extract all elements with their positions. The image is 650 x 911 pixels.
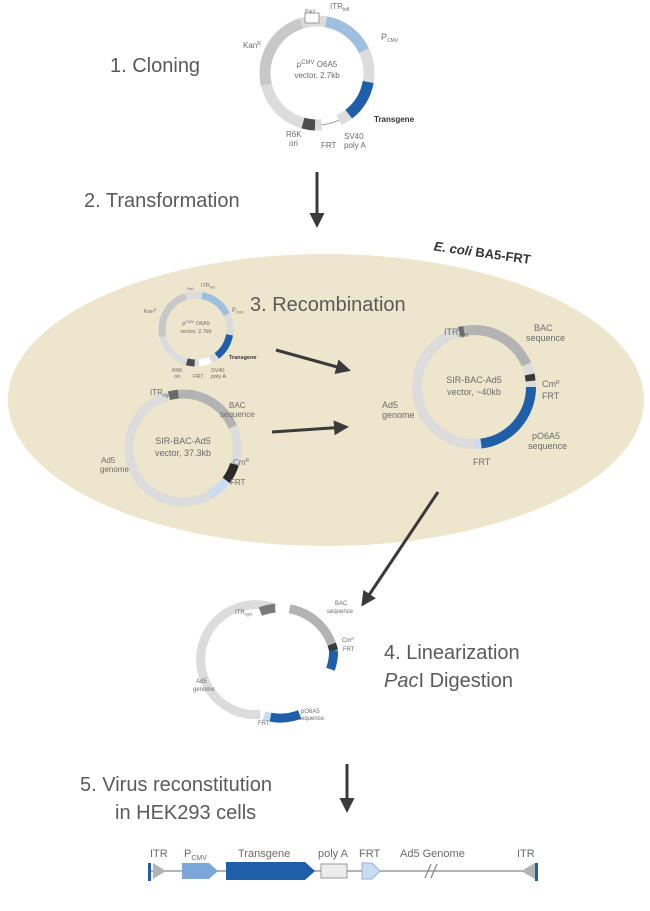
svg-text:PacI: PacI [186,287,193,291]
svg-text:PCMV: PCMV [184,848,207,862]
svg-text:ITRleft: ITRleft [201,283,215,290]
svg-text:CmR: CmR [542,379,560,389]
svg-text:FRT: FRT [258,721,270,727]
svg-text:genome: genome [382,410,415,420]
transgene-arrow [226,862,315,880]
svg-text:SIR-BAC-Ad5: SIR-BAC-Ad5 [446,375,502,385]
svg-text:sequence: sequence [528,441,567,451]
svg-text:R6K: R6K [286,130,302,139]
svg-text:FRT: FRT [343,647,355,653]
svg-text:sequence: sequence [526,333,565,343]
plasmid-pcmv-o6a5-mini: pCMV O6A5 vector, 2.7kb PacI ITRleft Kan… [144,283,257,380]
pcmv-arrow [182,863,218,879]
svg-text:KanR: KanR [144,308,157,315]
itr-right-arrow [521,863,535,879]
step-virus-line2: in HEK293 cells [115,802,256,824]
svg-text:poly A: poly A [344,141,366,150]
svg-text:PacI: PacI [305,9,315,15]
svg-text:ITR: ITR [150,848,168,860]
arrow-bac-to-recombined [271,420,349,436]
svg-text:SV40: SV40 [211,368,224,374]
linearized-vector: ITRright BAC sequence CmR FRT pO6A5 sequ… [193,600,355,727]
svg-text:sequence: sequence [327,609,354,615]
svg-text:ITRright: ITRright [444,327,469,339]
svg-text:vector, 2.7kb: vector, 2.7kb [294,71,340,80]
svg-text:ITRright: ITRright [235,610,253,617]
recombined-vector-40kb: SIR-BAC-Ad5 vector, ~40kb ITRright BAC s… [382,323,567,467]
svg-text:ori: ori [289,139,298,148]
svg-text:PCMV: PCMV [232,308,244,315]
svg-text:CmR: CmR [233,458,249,467]
frt-arrow [361,862,381,880]
svg-text:FRT: FRT [473,457,491,467]
svg-text:genome: genome [193,687,215,693]
svg-text:ori: ori [174,374,180,380]
svg-text:PCMV: PCMV [381,32,399,44]
linear-genome-map: ITR PCMV Transgene poly A FRT Ad5 Genome… [148,848,538,881]
svg-text:pO6A5: pO6A5 [532,431,560,441]
svg-text:SV40: SV40 [344,132,364,141]
svg-text:FRT: FRT [321,141,337,150]
svg-text:BAC: BAC [229,401,246,410]
svg-text:Ad5: Ad5 [101,456,116,465]
svg-text:poly A: poly A [211,374,226,380]
svg-text:KanR: KanR [243,41,261,50]
svg-text:ITR: ITR [517,848,535,860]
svg-text:genome: genome [100,465,129,474]
itr-left-arrow [153,863,166,879]
svg-text:Ad5 Genome: Ad5 Genome [400,848,465,860]
svg-text:R6K: R6K [172,368,183,374]
arrow-plasmid-to-recombined [275,348,351,375]
svg-text:BAC: BAC [534,323,553,333]
svg-text:Transgene: Transgene [229,355,257,361]
svg-text:pCMV O6A5: pCMV O6A5 [182,319,210,327]
svg-text:Ad5: Ad5 [196,679,207,685]
step-digestion: PacI Digestion [384,670,513,692]
svg-text:FRT: FRT [193,374,204,380]
svg-text:vector, 37.3kb: vector, 37.3kb [155,448,211,458]
svg-text:SIR-BAC-Ad5: SIR-BAC-Ad5 [155,436,211,446]
itr-left-bar [148,863,151,881]
svg-text:Transgene: Transgene [238,848,290,860]
svg-text:CmR: CmR [342,636,354,644]
step-recombination: 3. Recombination [250,294,406,316]
ecoli-label: E. coli BA5-FRT [433,239,532,267]
svg-text:sequence: sequence [298,716,325,722]
itr-right-bar [535,863,538,881]
svg-text:FRT: FRT [359,848,380,860]
svg-text:FRT: FRT [542,391,560,401]
svg-text:pO6A5: pO6A5 [301,709,320,715]
svg-text:Ad5: Ad5 [382,400,398,410]
svg-text:ITRright: ITRright [150,388,173,399]
bac-vector-37kb: SIR-BAC-Ad5 vector, 37.3kb ITRright BAC … [100,388,255,507]
svg-text:sequence: sequence [220,410,255,419]
polya-box [320,863,348,879]
svg-text:ITRleft: ITRleft [330,2,350,13]
svg-text:vector, ~40kb: vector, ~40kb [447,387,501,397]
svg-text:pCMV O6A5: pCMV O6A5 [297,60,338,69]
step-transformation: 2. Transformation [84,190,240,212]
svg-text:BAC: BAC [335,601,348,607]
svg-text:Transgene: Transgene [374,115,415,124]
step-cloning: 1. Cloning [110,55,200,77]
svg-text:FRT: FRT [230,478,246,487]
step-linearization: 4. Linearization [384,642,520,664]
svg-text:vector, 2.7kb: vector, 2.7kb [180,329,211,335]
svg-text:poly A: poly A [318,848,349,860]
step-virus-line1: 5. Virus reconstitution [80,774,272,796]
plasmid-pcmv-o6a5-top: pCMV O6A5 vector, 2.7kb PacI ITRleft Kan… [243,2,415,150]
arrow-to-linearization [361,491,440,607]
